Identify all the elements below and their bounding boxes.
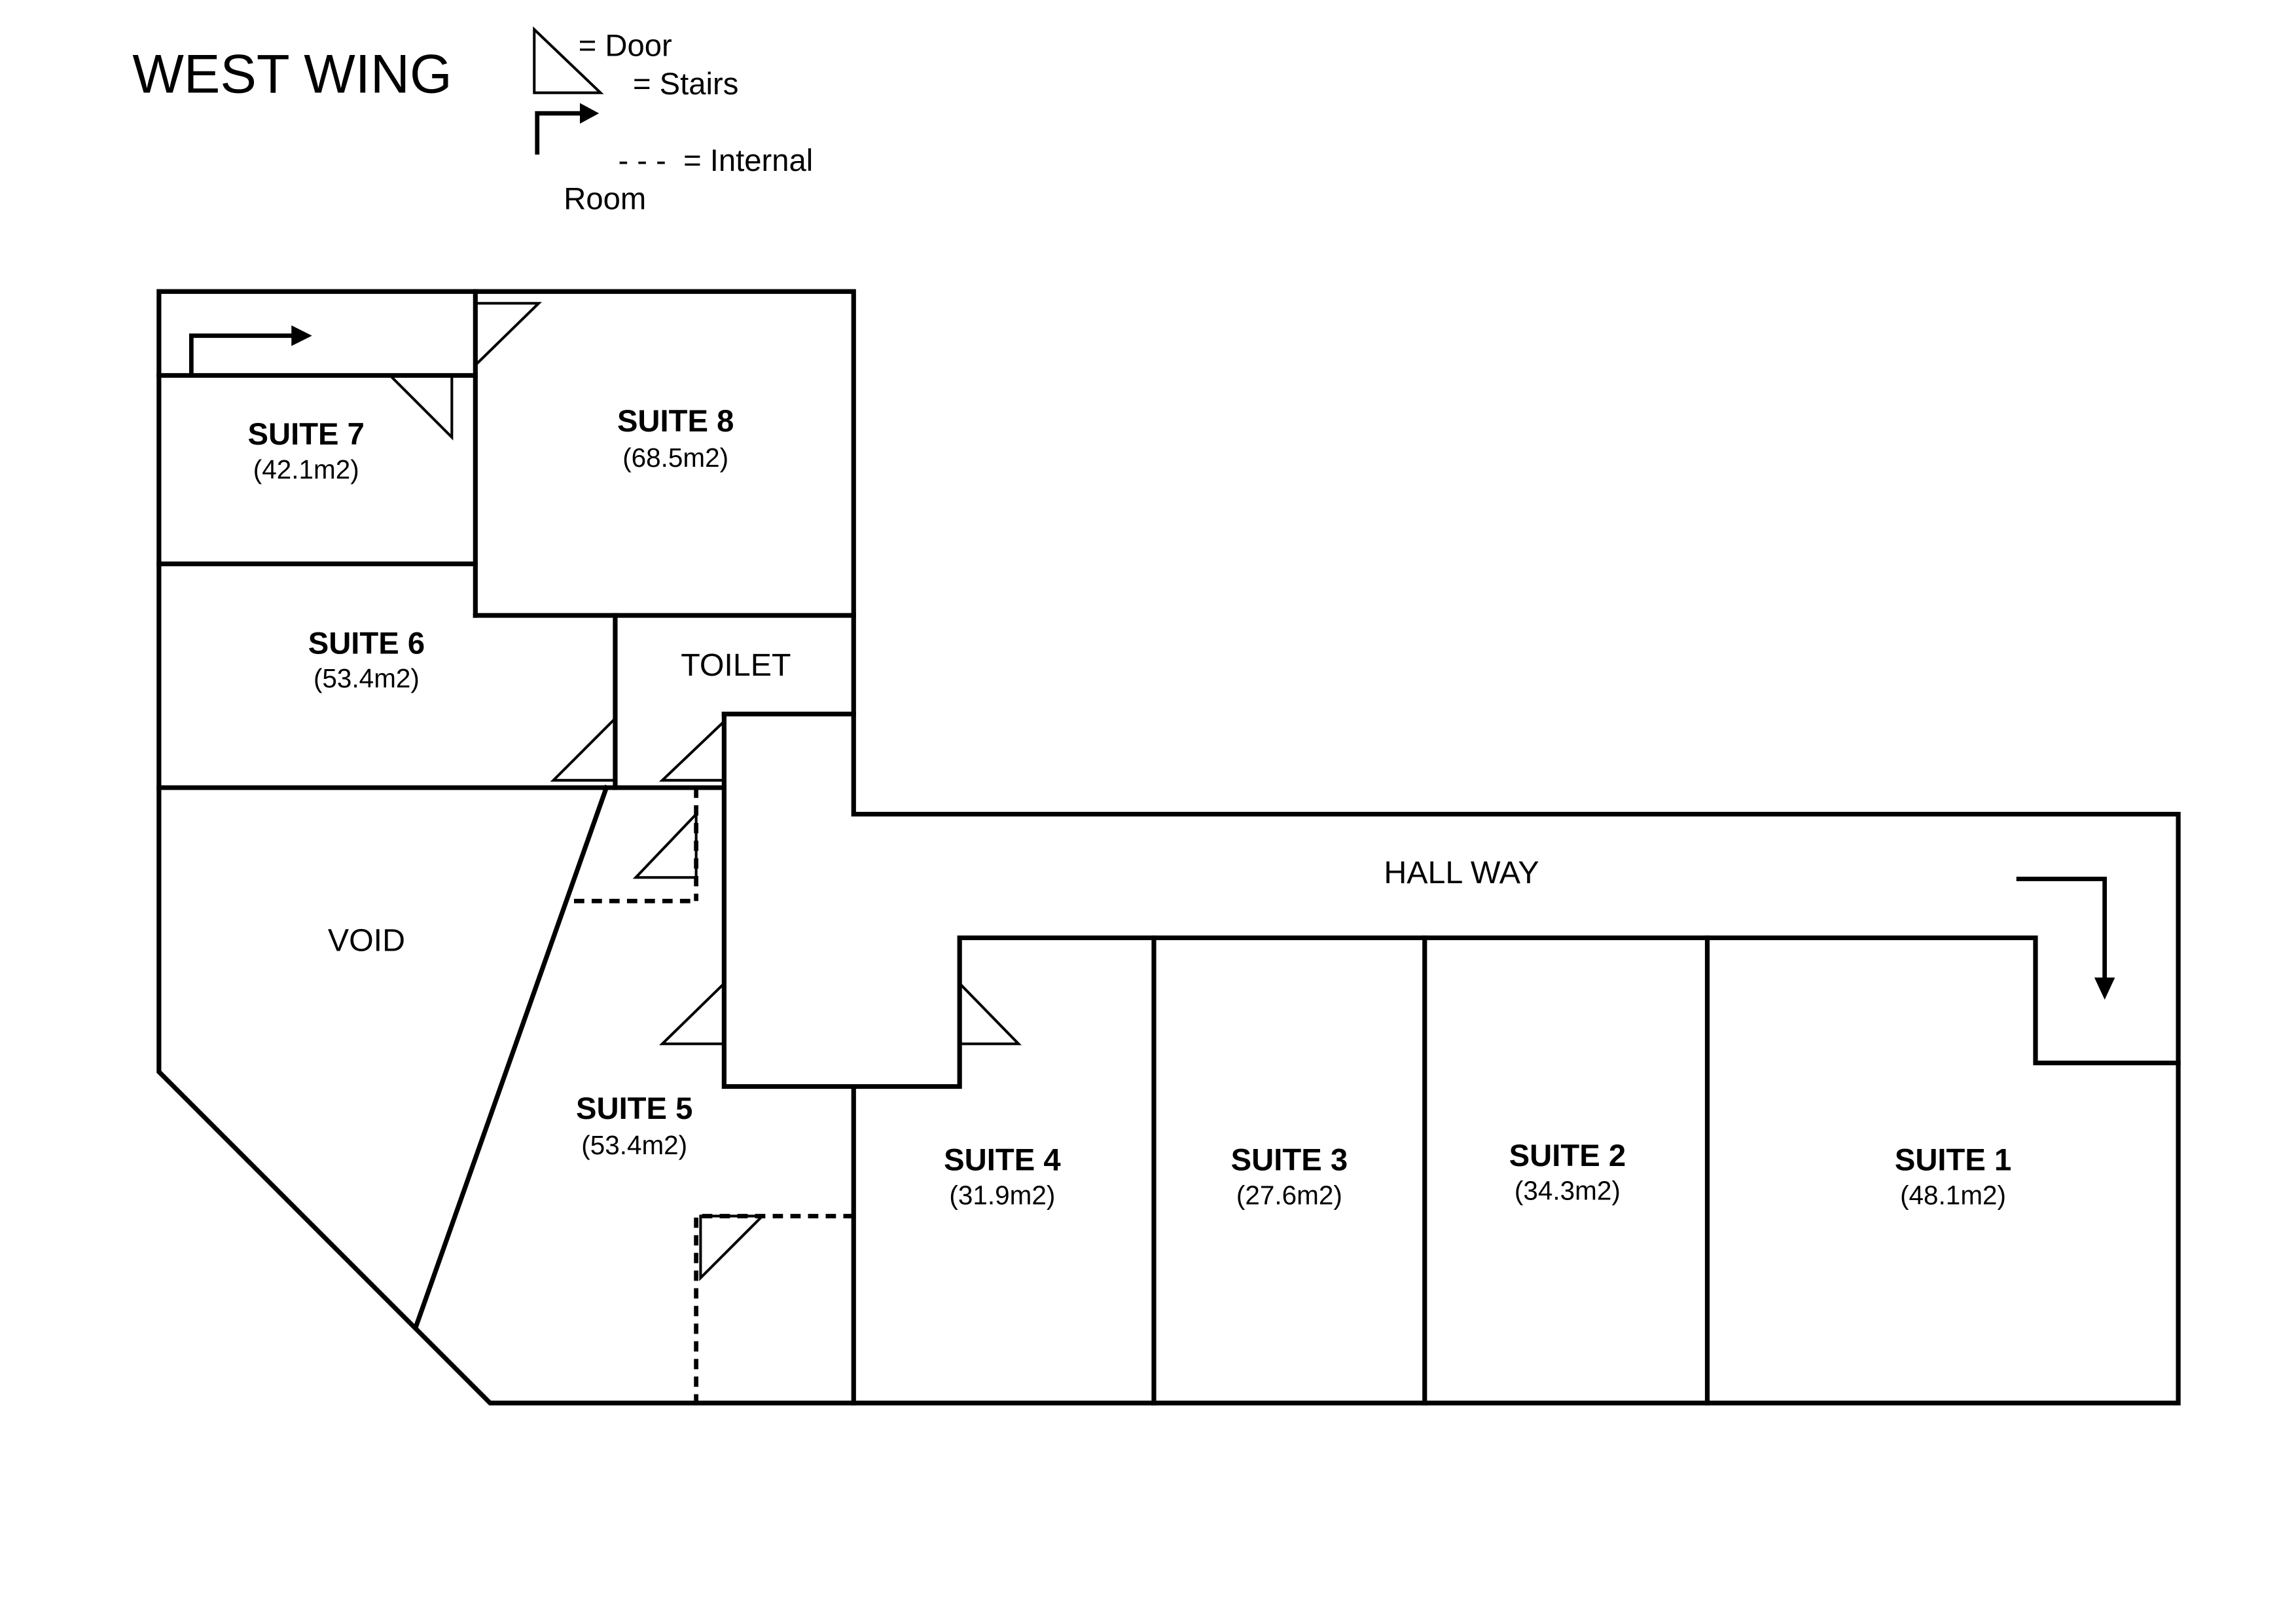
- suite-4-label: SUITE 4: [944, 1143, 1060, 1178]
- legend-door-label: = Door: [579, 28, 672, 63]
- suite-6-door-icon: [550, 715, 617, 782]
- stairs-hallway-icon: [2016, 877, 2115, 1000]
- suite-5-door-icon: [658, 980, 726, 1046]
- legend-room-label: Room: [564, 181, 646, 216]
- room-labels: SUITE 7 (42.1m2) SUITE 8 (68.5m2) SUITE …: [248, 404, 2012, 1211]
- hall-way-label: HALL WAY: [1384, 855, 1539, 890]
- toilet-door-icon: [658, 718, 726, 782]
- suite-8-label: SUITE 8: [617, 404, 734, 439]
- walls: [156, 289, 2181, 1406]
- suite-6-label: SUITE 6: [308, 626, 425, 661]
- suite-6-area: (53.4m2): [314, 663, 420, 693]
- suite-1-label: SUITE 1: [1895, 1143, 2011, 1178]
- legend-stairs-label: = Stairs: [633, 67, 738, 101]
- internal-room-upper-door-icon: [632, 811, 698, 879]
- internal-room-lower-door-icon: [699, 1214, 766, 1281]
- internal-room-lower: [694, 1214, 854, 1404]
- suite-2-label: SUITE 2: [1509, 1139, 1626, 1173]
- door-icon: [533, 26, 604, 94]
- hallway-inner-wall: [721, 712, 2181, 1089]
- suite-7-door-icon: [387, 374, 454, 441]
- void-diagonal-wall: [413, 784, 610, 1328]
- suite-7-label: SUITE 7: [248, 417, 365, 452]
- legend: = Door = Stairs - - - = Internal Room: [533, 26, 813, 216]
- legend-internal-label: - - - = Internal: [618, 143, 813, 178]
- suite-7-area: (42.1m2): [253, 454, 359, 484]
- toilet-label: TOILET: [681, 647, 791, 683]
- suite-3-label: SUITE 3: [1231, 1143, 1348, 1178]
- suite-1-area: (48.1m2): [1900, 1180, 2006, 1210]
- page-title: WEST WING: [132, 44, 452, 105]
- void-label: VOID: [328, 923, 405, 958]
- suite-4-door-icon: [958, 980, 1022, 1046]
- outer-wall: [156, 289, 2181, 1406]
- internal-room-upper: [574, 788, 699, 903]
- stairs-arrow-icon: [535, 103, 600, 155]
- suite-5-area: (53.4m2): [581, 1130, 687, 1160]
- suite-8-door-icon: [474, 302, 542, 369]
- suite-5-label: SUITE 5: [576, 1091, 692, 1126]
- suite-4-area: (31.9m2): [949, 1180, 1055, 1210]
- suite-8-area: (68.5m2): [622, 443, 728, 473]
- stairs-top-corridor-icon: [188, 325, 312, 376]
- suite-2-area: (34.3m2): [1515, 1176, 1621, 1206]
- doors: [387, 302, 1022, 1281]
- suite-3-area: (27.6m2): [1236, 1180, 1342, 1210]
